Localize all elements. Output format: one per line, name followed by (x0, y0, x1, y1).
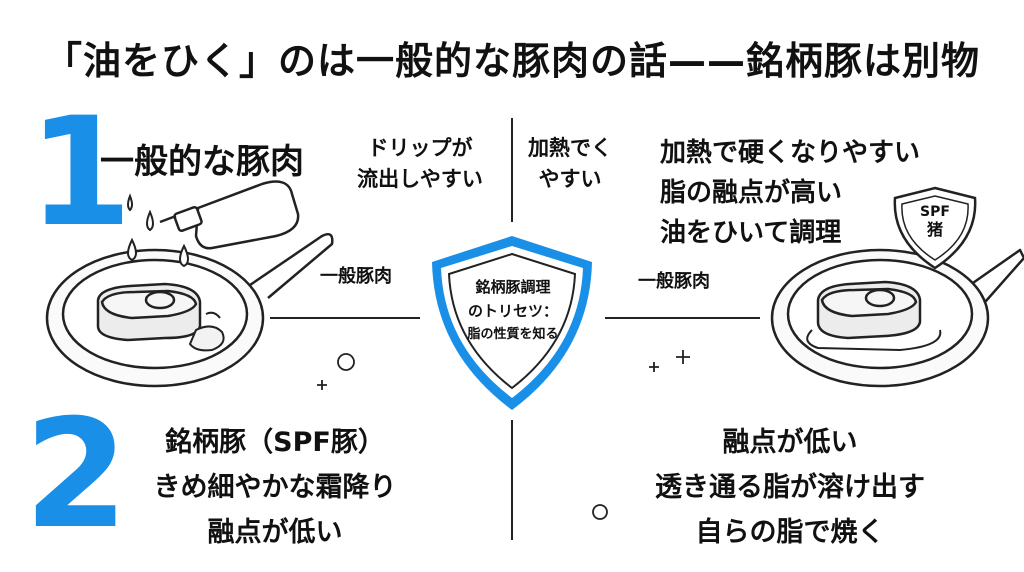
right-list-item: 油をひいて調理 (660, 218, 842, 248)
sparkle-decorations (317, 350, 690, 520)
heat-easy-line: やすい (538, 167, 602, 191)
section2-line: 銘柄豚（SPF豚） (165, 427, 385, 458)
page-title: 「油をひく」のは一般的な豚肉の話——銘柄豚は別物 (43, 39, 980, 83)
pan-label-left: 一般豚肉 (320, 266, 392, 287)
oil-bottle (159, 180, 300, 250)
drip-label-line: ドリップが (367, 136, 473, 160)
right-feature-list: 加熱で硬くなりやすい 脂の融点が高い 油をひいて調理 (660, 133, 920, 253)
right-list-item: 加熱で硬くなりやすい (660, 138, 921, 168)
drip-label-line: 流出しやすい (357, 167, 483, 191)
center-badge-line: 脂の性質を知る (467, 327, 559, 342)
center-badge-line: のトリセツ： (467, 302, 558, 320)
section-number-2: 2 (24, 388, 129, 562)
shield-badge-line: SPF (920, 204, 950, 220)
right-melted-fat (806, 329, 942, 352)
oil-drops (127, 193, 189, 268)
section2-text: 銘柄豚（SPF豚） きめ細やかな霜降り 融点が低い (130, 420, 420, 555)
drip-label: ドリップが 流出しやすい (340, 133, 500, 195)
section-number-1: 1 (28, 86, 133, 260)
shield-badge-text: SPF 猪 (905, 203, 965, 239)
center-shield-badge (432, 236, 592, 410)
pan-label-right: 一般豚肉 (638, 271, 710, 292)
right-pork-chop (816, 280, 922, 340)
section4-text: 融点が低い 透き通る脂が溶け出す 自らの脂で焼く (600, 420, 980, 555)
shield-badge-line: 猪 (926, 220, 943, 239)
section1-heading: 一般的な豚肉 (100, 142, 304, 182)
left-pork-chop (96, 282, 202, 342)
section4-line: 融点が低い (722, 427, 858, 458)
section4-line: 自らの脂で焼く (695, 517, 885, 548)
left-drip-puddle (188, 311, 225, 352)
section2-line: 融点が低い (207, 517, 343, 548)
section2-line: きめ細やかな霜降り (153, 472, 397, 503)
section4-line: 透き通る脂が溶け出す (655, 472, 925, 503)
heat-easy-label: 加熱でく やすい (520, 133, 620, 195)
center-badge-text: 銘柄豚調理 のトリセツ： 脂の性質を知る (448, 275, 578, 347)
center-badge-line: 銘柄豚調理 (475, 278, 551, 296)
heat-easy-line: 加熱でく (528, 136, 612, 160)
right-list-item: 脂の融点が高い (660, 178, 843, 208)
spf-shield-icon (893, 186, 977, 270)
